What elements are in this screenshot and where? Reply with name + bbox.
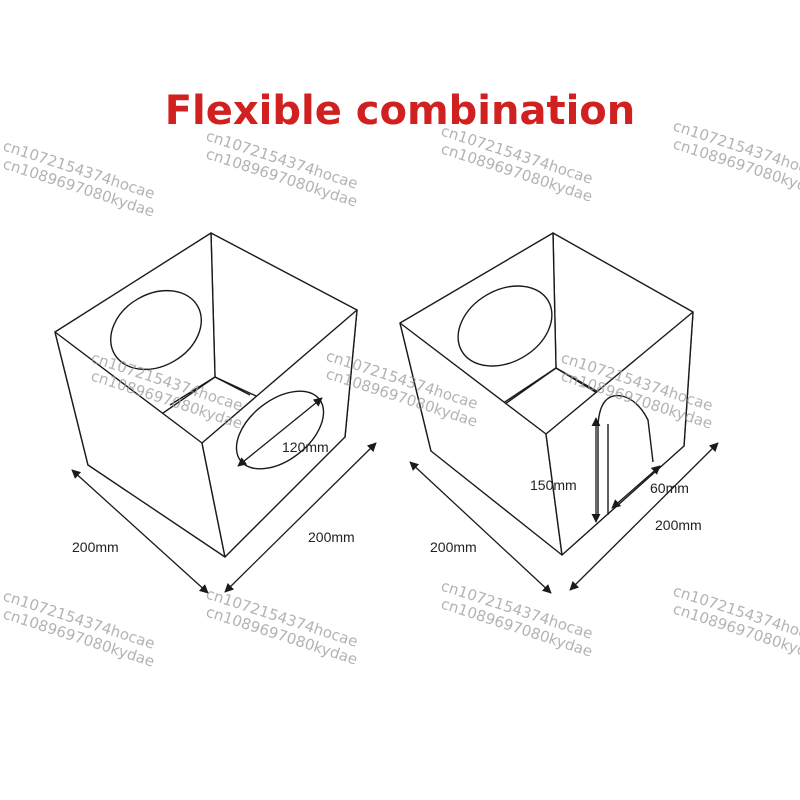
left-box-depth-arrow	[224, 442, 377, 593]
left-box-hole-label: 120mm	[282, 439, 329, 455]
right-box-slot-height-label: 150mm	[530, 477, 577, 493]
watermark-layer: cn1072154374hocae cn1089697080kydae cn10…	[1, 117, 800, 671]
right-box	[399, 232, 719, 594]
left-box-depth-label: 200mm	[308, 529, 355, 545]
left-box-width-arrow	[71, 469, 209, 594]
right-box-slot	[597, 394, 654, 518]
right-box-depth-label: 200mm	[655, 517, 702, 533]
left-box-back-hole	[110, 289, 202, 371]
right-box-width-label: 200mm	[430, 539, 477, 555]
left-box-width-label: 200mm	[72, 539, 119, 555]
page-title: Flexible combination	[164, 88, 636, 134]
right-box-width-arrow	[409, 461, 552, 594]
left-box-floor-edge	[169, 376, 251, 406]
right-box-back-hole	[457, 285, 553, 367]
right-box-depth-arrow	[569, 442, 719, 591]
right-box-slot-width-label: 60mm	[650, 480, 689, 496]
right-box-floor-edge	[504, 367, 601, 405]
left-box	[54, 232, 377, 594]
